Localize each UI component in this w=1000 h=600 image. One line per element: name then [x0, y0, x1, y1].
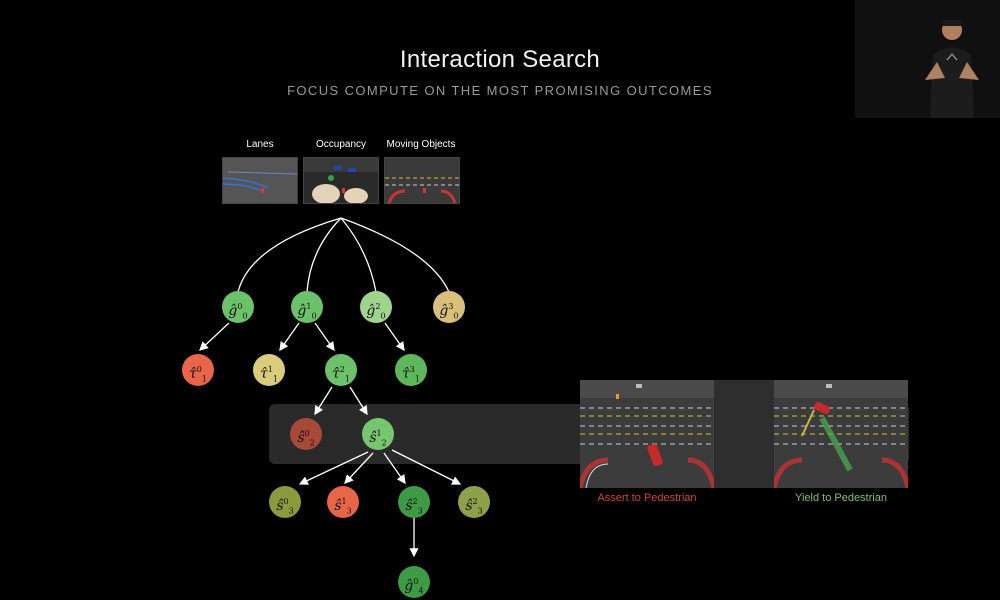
moving-objects-thumbnail: [384, 157, 460, 204]
assert-caption: Assert to Pedestrian: [597, 492, 697, 504]
assert-scene-image: [580, 380, 714, 488]
node-s3-0: ŝ03: [269, 486, 301, 518]
node-s2-0: ŝ02: [290, 418, 322, 450]
presenter-video: [855, 0, 1000, 118]
node-g0-1: ĝ10: [291, 291, 323, 323]
occupancy-thumbnail: [303, 157, 379, 204]
yield-caption: Yield to Pedestrian: [795, 492, 887, 504]
node-g4-0: ĝ04: [398, 566, 430, 598]
node-s3-2-alt: ŝ23: [458, 486, 490, 518]
node-t1-3: τ̂31: [395, 354, 427, 386]
node-g0-2: ĝ20: [360, 291, 392, 323]
lanes-thumbnail: [222, 157, 298, 204]
moving-objects-label: Moving Objects: [386, 139, 456, 150]
slide-title: Interaction Search: [399, 46, 601, 73]
node-s3-2: ŝ23: [398, 486, 430, 518]
node-t1-2: τ̂21: [325, 354, 357, 386]
node-t1-1: τ̂11: [253, 354, 285, 386]
presenter-figure: [855, 0, 1000, 118]
scene-divider: [714, 380, 774, 488]
occupancy-label: Occupancy: [315, 139, 367, 150]
lanes-label: Lanes: [246, 139, 274, 150]
node-s3-1: ŝ13: [327, 486, 359, 518]
node-g0-3: ĝ30: [433, 291, 465, 323]
slide-subtitle: FOCUS COMPUTE ON THE MOST PROMISING OUTC…: [287, 83, 713, 98]
yield-scene-image: [774, 380, 908, 488]
node-t1-0: τ̂01: [182, 354, 214, 386]
node-s2-1: ŝ12: [362, 418, 394, 450]
node-g0-0: ĝ00: [222, 291, 254, 323]
